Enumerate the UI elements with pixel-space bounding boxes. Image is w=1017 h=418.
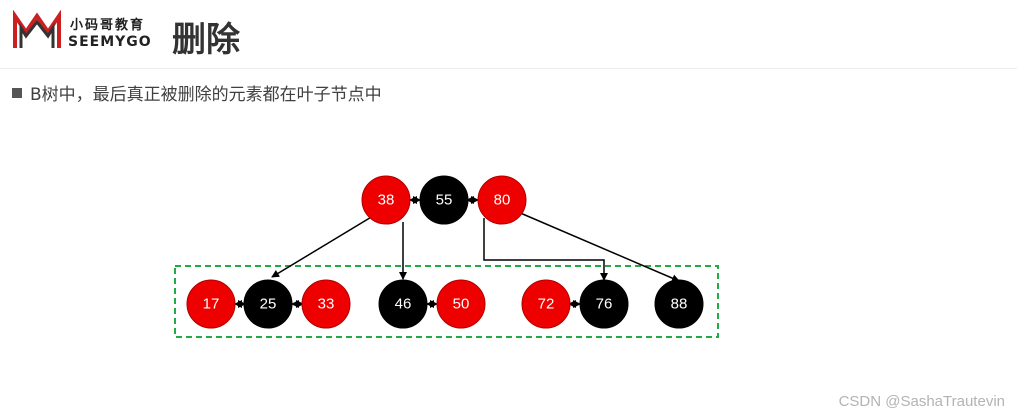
edge-80-to-leaf3 xyxy=(483,218,608,281)
node-88-label: 88 xyxy=(671,296,688,313)
brand-logo: 小码哥教育 SEEMYGO xyxy=(12,9,162,56)
node-72-circle xyxy=(521,279,571,329)
node-17: 17 xyxy=(186,279,236,329)
node-38: 38 xyxy=(361,175,411,225)
node-50: 50 xyxy=(436,279,486,329)
node-72-label: 72 xyxy=(538,296,555,313)
node-50-circle xyxy=(436,279,486,329)
node-46-circle xyxy=(378,279,428,329)
node-80-label: 80 xyxy=(494,192,511,209)
node-50-label: 50 xyxy=(453,296,470,313)
watermark: CSDN @SashaTrautevin xyxy=(838,393,1005,410)
bullet-text: B树中，最后真正被删除的元素都在叶子节点中 xyxy=(30,85,382,105)
node-46-label: 46 xyxy=(395,296,412,313)
edge-38-to-leaf1 xyxy=(271,215,374,278)
node-33-circle xyxy=(301,279,351,329)
node-38-circle xyxy=(361,175,411,225)
node-25: 25 xyxy=(243,279,293,329)
logo-text-en: SEEMYGO xyxy=(68,34,152,50)
bullet-square-icon xyxy=(12,87,22,98)
node-80: 80 xyxy=(477,175,527,225)
node-17-circle xyxy=(186,279,236,329)
node-33-label: 33 xyxy=(318,296,335,313)
node-46: 46 xyxy=(378,279,428,329)
logo-mark-icon xyxy=(13,9,61,48)
node-76-label: 76 xyxy=(596,296,613,313)
edge-80-to-leaf4 xyxy=(517,211,680,282)
node-38-label: 38 xyxy=(378,192,395,209)
logo-text-cn: 小码哥教育 xyxy=(70,18,146,33)
node-55-circle xyxy=(419,175,469,225)
node-76-circle xyxy=(579,279,629,329)
node-80-circle xyxy=(477,175,527,225)
page-title: 删除 xyxy=(172,20,240,60)
node-55-label: 55 xyxy=(436,192,453,209)
node-88: 88 xyxy=(654,279,704,329)
node-33: 33 xyxy=(301,279,351,329)
node-25-label: 25 xyxy=(260,296,277,313)
leaf-nodes-box xyxy=(174,265,719,338)
node-88-circle xyxy=(654,279,704,329)
node-55: 55 xyxy=(419,175,469,225)
node-76: 76 xyxy=(579,279,629,329)
node-25-circle xyxy=(243,279,293,329)
node-72: 72 xyxy=(521,279,571,329)
bullet-point: B树中，最后真正被删除的元素都在叶子节点中 xyxy=(12,80,382,105)
node-17-label: 17 xyxy=(203,296,220,313)
header-bar: 小码哥教育 SEEMYGO 删除 xyxy=(0,0,1017,69)
